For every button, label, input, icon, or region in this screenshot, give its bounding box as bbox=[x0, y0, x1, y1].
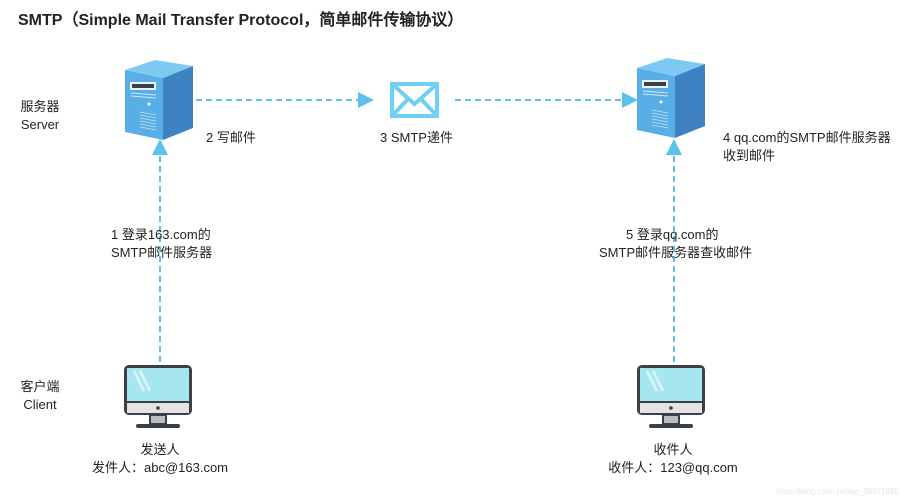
step-5-line: SMTP邮件服务器查收邮件 bbox=[599, 245, 753, 260]
step-4-label: 4 qq.com的SMTP邮件服务器 收到邮件 bbox=[723, 129, 891, 165]
row-label-line: 服务器 bbox=[20, 99, 60, 114]
sender-address: 发件人：abc@163.com bbox=[91, 460, 229, 475]
sender-server-icon bbox=[124, 59, 194, 141]
step-5-label: 5 登录qq.com的 SMTP邮件服务器查收邮件 bbox=[599, 226, 752, 262]
envelope-icon bbox=[390, 82, 439, 118]
sender-role: 发送人 bbox=[140, 442, 180, 457]
receiver-role: 收件人 bbox=[653, 442, 693, 457]
receiver-client-icon bbox=[635, 363, 707, 430]
sender-client-icon bbox=[122, 363, 194, 430]
row-label-line: Server bbox=[20, 117, 60, 132]
step-4-line: 收到邮件 bbox=[723, 148, 776, 163]
row-label-server: 服务器 Server bbox=[18, 98, 62, 134]
step-5-line: 5 登录qq.com的 bbox=[626, 227, 719, 242]
diagram-title: SMTP（Simple Mail Transfer Protocol，简单邮件传… bbox=[18, 12, 464, 29]
row-label-line: 客户端 bbox=[20, 379, 60, 394]
receiver-address: 收件人：123@qq.com bbox=[608, 460, 738, 475]
step-4-line: 4 qq.com的SMTP邮件服务器 bbox=[723, 130, 891, 145]
step-3-label: 3 SMTP递件 bbox=[380, 130, 453, 145]
step-1-line: SMTP邮件服务器 bbox=[111, 245, 213, 260]
step-1-line: 1 登录163.com的 bbox=[111, 227, 211, 242]
row-label-client: 客户端 Client bbox=[18, 378, 62, 414]
watermark: https://blog.csdn.net/qq_39071955 bbox=[776, 487, 899, 496]
sender-label: 发送人 发件人：abc@163.com bbox=[60, 441, 260, 477]
row-label-line: Client bbox=[23, 397, 57, 412]
receiver-server-icon bbox=[636, 57, 706, 139]
receiver-label: 收件人 收件人：123@qq.com bbox=[573, 441, 773, 477]
step-1-label: 1 登录163.com的 SMTP邮件服务器 bbox=[111, 226, 212, 262]
step-2-label: 2 写邮件 bbox=[206, 130, 256, 145]
